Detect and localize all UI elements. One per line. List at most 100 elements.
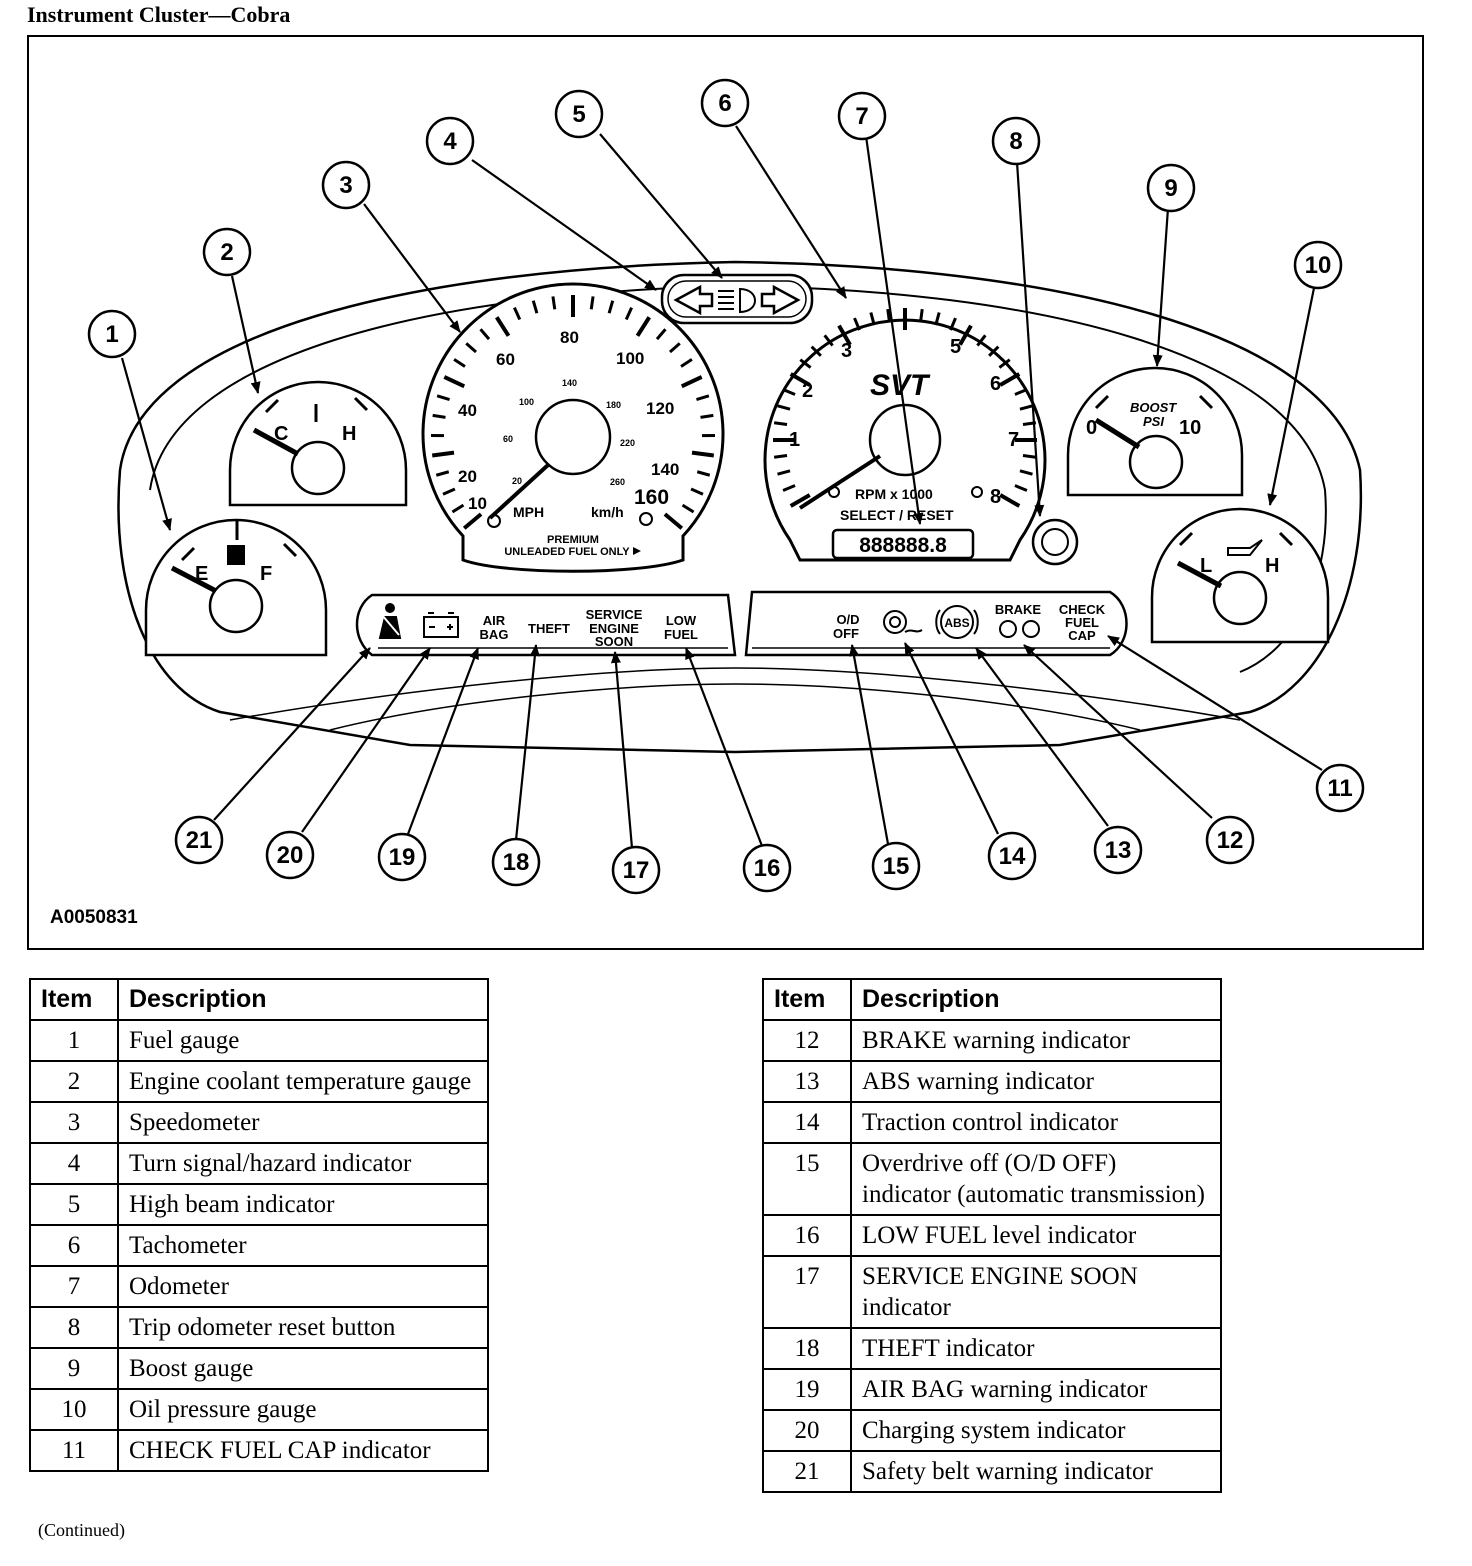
speedo-mph-160: 160: [634, 486, 669, 509]
leader-12: [1023, 644, 1213, 819]
item-description: Safety belt warning indicator: [850, 1450, 1222, 1493]
odometer-display: [831, 528, 975, 560]
callout-number: 3: [339, 172, 352, 199]
oil-pressure-gauge: L H: [1150, 507, 1330, 644]
gauge-tick: [777, 404, 791, 411]
continued-note: (Continued): [38, 1520, 125, 1540]
speedo-mph-140: 140: [651, 460, 679, 479]
leader-7: [864, 135, 924, 525]
gauge-tick: [655, 328, 667, 341]
boost-psi-label: PSI: [1143, 414, 1164, 429]
airbag-label-line1: AIR: [483, 613, 506, 628]
gauge-tick: [998, 358, 1011, 369]
speedo-kmh-260: 260: [610, 477, 625, 487]
gauge-tick: [949, 317, 957, 331]
gauge-tick: [435, 470, 450, 477]
item-number: 6: [29, 1224, 119, 1267]
leader-5: [599, 133, 723, 279]
gauge-tick: [462, 512, 483, 530]
item-description: Overdrive off (O/D OFF) indicator (autom…: [850, 1142, 1222, 1216]
leader-2: [230, 275, 261, 394]
callout-number: 16: [754, 855, 781, 882]
speedometer: 10 20 40 60 80 100 120 140 160 20 60 100…: [421, 282, 725, 573]
battery-icon: [423, 612, 459, 638]
gauge-tick: [607, 300, 615, 314]
left-warning-bar: AIR BAG THEFT SERVICE ENGINE SOON LOW FU…: [355, 593, 737, 657]
gauge-tick: [1019, 404, 1033, 411]
boost-gauge: BOOST PSI 0 10: [1066, 366, 1244, 497]
tachometer: 1 2 3 5 6 7 8 SVT RPM x 1000 SELECT / RE…: [763, 308, 1047, 562]
item-number: 7: [29, 1265, 119, 1308]
item-description: Boost gauge: [117, 1347, 489, 1390]
callout-16: 16: [742, 843, 792, 893]
callout-13: 13: [1093, 825, 1143, 875]
fuelcap-label-line3: CAP: [1068, 628, 1096, 643]
item-description: Speedometer: [117, 1101, 489, 1144]
instrument-cluster-diagram: E F C H 10 20 40 60 80 100 120 140 160 2…: [87, 78, 1365, 895]
callout-number: 17: [623, 857, 650, 884]
item-number: 3: [29, 1101, 119, 1144]
callout-20: 20: [265, 830, 315, 880]
speedo-kmh-140: 140: [562, 378, 577, 388]
trip-reset-button: [1031, 518, 1079, 566]
leader-9: [1152, 207, 1170, 367]
callout-11: 11: [1315, 763, 1365, 813]
item-number: 17: [762, 1255, 852, 1329]
speedo-mph-10: 10: [468, 494, 487, 513]
speedo-fuel-note-2: UNLEADED FUEL ONLY: [504, 546, 630, 558]
leader-20: [301, 647, 431, 833]
callout-number: 8: [1009, 128, 1022, 155]
gauge-tick: [976, 334, 987, 347]
item-description: Charging system indicator: [850, 1409, 1222, 1452]
lowfuel-label-line1: LOW: [666, 613, 697, 628]
legend-header-item: Item: [762, 978, 852, 1021]
gauge-tick: [823, 334, 834, 347]
item-number: 21: [762, 1450, 852, 1493]
leader-10: [1267, 287, 1316, 506]
gauge-tick: [495, 316, 511, 337]
service-label-line2: ENGINE: [589, 621, 639, 636]
fuelcap-label-line2: FUEL: [1065, 615, 1099, 630]
gauge-tick: [789, 493, 811, 508]
callout-number: 7: [855, 103, 868, 130]
figure-id: A0050831: [50, 907, 138, 928]
gauge-tick: [999, 372, 1021, 387]
speedo-kmh-60: 60: [503, 434, 513, 444]
callout-5: 5: [554, 89, 604, 139]
boost-label: BOOST: [1130, 400, 1177, 415]
gauge-tick: [1019, 469, 1033, 476]
tach-1: 1: [789, 429, 800, 451]
page-title: Instrument Cluster—Cobra: [27, 2, 291, 27]
gauge-tick: [958, 324, 973, 346]
gauge-tick: [782, 388, 796, 396]
traction-control-icon: [883, 610, 923, 634]
high-beam-icon: [718, 287, 756, 314]
item-number: 16: [762, 1214, 852, 1257]
callout-2: 2: [202, 227, 252, 277]
coolant-hot-label: H: [342, 423, 356, 445]
callout-number: 9: [1164, 175, 1177, 202]
item-description: BRAKE warning indicator: [850, 1019, 1222, 1062]
item-description: Oil pressure gauge: [117, 1388, 489, 1431]
od-off-label-line2: OFF: [833, 626, 859, 641]
leader-4: [471, 159, 657, 291]
leader-14: [904, 642, 999, 835]
gauge-tick: [1022, 454, 1037, 459]
item-description: Turn signal/hazard indicator: [117, 1142, 489, 1185]
gauge-tick: [453, 358, 466, 368]
speedo-mph-120: 120: [646, 399, 674, 418]
gauge-tick: [624, 307, 633, 321]
odometer-digits: 888888.8: [859, 534, 947, 557]
callout-9: 9: [1146, 163, 1196, 213]
